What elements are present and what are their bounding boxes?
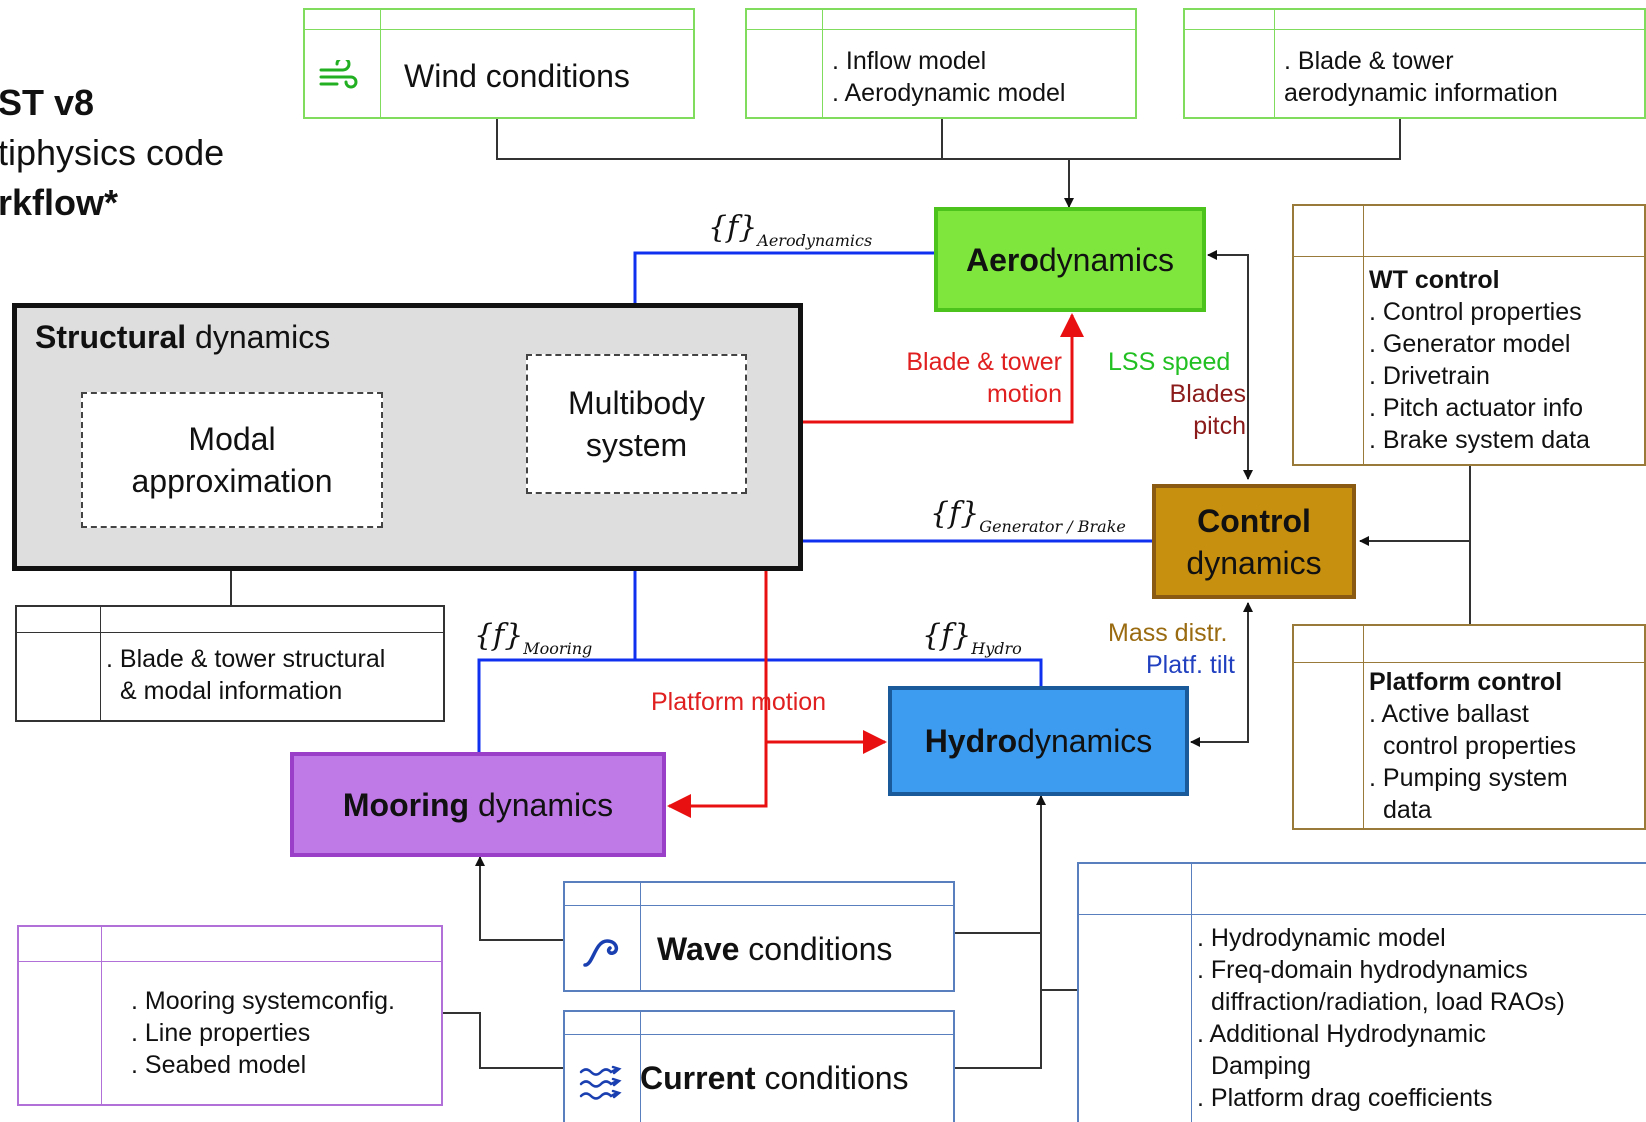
wave-conditions-label: Wave conditions — [657, 929, 892, 969]
modal-approximation-block: Modal approximation — [81, 392, 383, 528]
blade-aero-line-2: aerodynamic information — [1284, 79, 1558, 107]
title-line-3: rkflow* — [0, 182, 119, 223]
f-generator-brake-label: {f}Generator / Brake — [930, 496, 1126, 536]
wt-control-line-3: . Drivetrain — [1369, 362, 1490, 390]
platform-control-heading: Platform control — [1369, 668, 1563, 696]
mooring-config-line-1: . Mooring systemconfig. — [131, 987, 395, 1015]
aero-models-box: . Inflow model . Aerodynamic model — [745, 8, 1137, 119]
hydro-models-line-6: . Platform drag coefficients — [1197, 1084, 1493, 1112]
wt-control-box: WT control . Control properties . Genera… — [1292, 204, 1646, 466]
blade-aero-info-box: . Blade & tower aerodynamic information — [1183, 8, 1646, 119]
modal-line-1: Modal — [188, 421, 276, 457]
platf-tilt-label: Platf. tilt — [1146, 651, 1235, 679]
f-hydro-label: {f}Hydro — [922, 618, 1022, 658]
diagram-title: ST v8 tiphysics code rkflow* — [0, 78, 224, 228]
hydro-models-line-3: diffraction/radiation, load RAOs) — [1211, 988, 1565, 1016]
aerodynamics-label: Aerodynamics — [965, 241, 1175, 278]
wt-control-line-2: . Generator model — [1369, 330, 1571, 358]
current-conditions-box: Current conditions — [563, 1010, 955, 1122]
hydro-models-line-4: . Additional Hydrodynamic — [1197, 1020, 1487, 1048]
current-conditions-label: Current conditions — [640, 1058, 909, 1098]
title-line-1: ST v8 — [0, 82, 95, 123]
platform-control-box: Platform control . Active ballast contro… — [1292, 624, 1646, 830]
blade-tower-motion-label: Blade & tower motion — [906, 348, 1062, 408]
wave-bold: Wave — [657, 931, 740, 967]
blade-structural-info-box: . Blade & tower structural & modal infor… — [15, 605, 445, 722]
platform-motion-label: Platform motion — [651, 688, 827, 716]
blade-struct-line-2: & modal information — [120, 677, 343, 705]
hydro-models-line-5: Damping — [1211, 1052, 1312, 1080]
multibody-line-2: system — [585, 427, 688, 463]
hydrodynamics-block: Hydrodynamics — [888, 686, 1189, 796]
control-line-2: dynamics — [1186, 544, 1322, 581]
wt-control-heading: WT control — [1369, 266, 1500, 294]
mooring-label: Mooring dynamics — [342, 786, 614, 823]
blade-struct-line-1: . Blade & tower structural — [106, 645, 386, 673]
platform-control-line-3: . Pumping system — [1369, 764, 1568, 792]
multibody-system-block: Multibody system — [526, 354, 747, 494]
mooring-config-line-3: . Seabed model — [131, 1051, 307, 1079]
platform-control-line-1: . Active ballast — [1369, 700, 1529, 728]
wave-icon — [583, 935, 625, 974]
multibody-line-1: Multibody — [568, 385, 705, 421]
title-line-2: tiphysics code — [0, 132, 225, 173]
wind-conditions-box: Wind conditions — [303, 8, 695, 119]
f-aerodynamics-label: {f}Aerodynamics — [708, 210, 873, 250]
hydrodynamics-label: Hydrodynamics — [924, 723, 1153, 759]
wave-conditions-box: Wave conditions — [563, 881, 955, 992]
control-line-1: Control — [1197, 502, 1311, 539]
wt-control-line-4: . Pitch actuator info — [1369, 394, 1584, 422]
blade-aero-line-1: . Blade & tower — [1284, 47, 1454, 75]
platform-control-line-2: control properties — [1383, 732, 1577, 760]
aero-models-line-2: . Aerodynamic model — [832, 79, 1066, 107]
structural-dynamics-label: Structural dynamics — [35, 319, 331, 355]
hydro-models-box: . Hydrodynamic model . Freq-domain hydro… — [1077, 862, 1646, 1122]
mooring-dynamics-block: Mooring dynamics — [290, 752, 666, 857]
wave-rest: conditions — [739, 931, 893, 967]
mass-distr-label: Mass distr. — [1108, 619, 1228, 647]
modal-line-2: approximation — [131, 463, 333, 499]
f-mooring-label: {f}Mooring — [474, 618, 593, 658]
blades-pitch-label: Blades pitch — [1169, 380, 1246, 440]
current-icon — [579, 1064, 625, 1113]
control-dynamics-block: Control dynamics — [1152, 484, 1356, 599]
mooring-config-line-2: . Line properties — [131, 1019, 311, 1047]
mooring-config-box: . Mooring systemconfig. . Line propertie… — [17, 925, 443, 1106]
wind-icon — [319, 56, 359, 97]
wt-control-line-5: . Brake system data — [1369, 426, 1590, 454]
hydro-models-line-2: . Freq-domain hydrodynamics — [1197, 956, 1528, 984]
current-rest: conditions — [755, 1060, 909, 1096]
current-bold: Current — [640, 1060, 756, 1096]
wind-conditions-label: Wind conditions — [404, 58, 630, 94]
hydro-models-line-1: . Hydrodynamic model — [1197, 924, 1446, 952]
lss-speed-label: LSS speed — [1108, 348, 1231, 376]
aero-models-line-1: . Inflow model — [832, 47, 987, 75]
wt-control-line-1: . Control properties — [1369, 298, 1582, 326]
platform-control-line-4: data — [1383, 796, 1432, 824]
aerodynamics-block: Aerodynamics — [934, 207, 1206, 312]
